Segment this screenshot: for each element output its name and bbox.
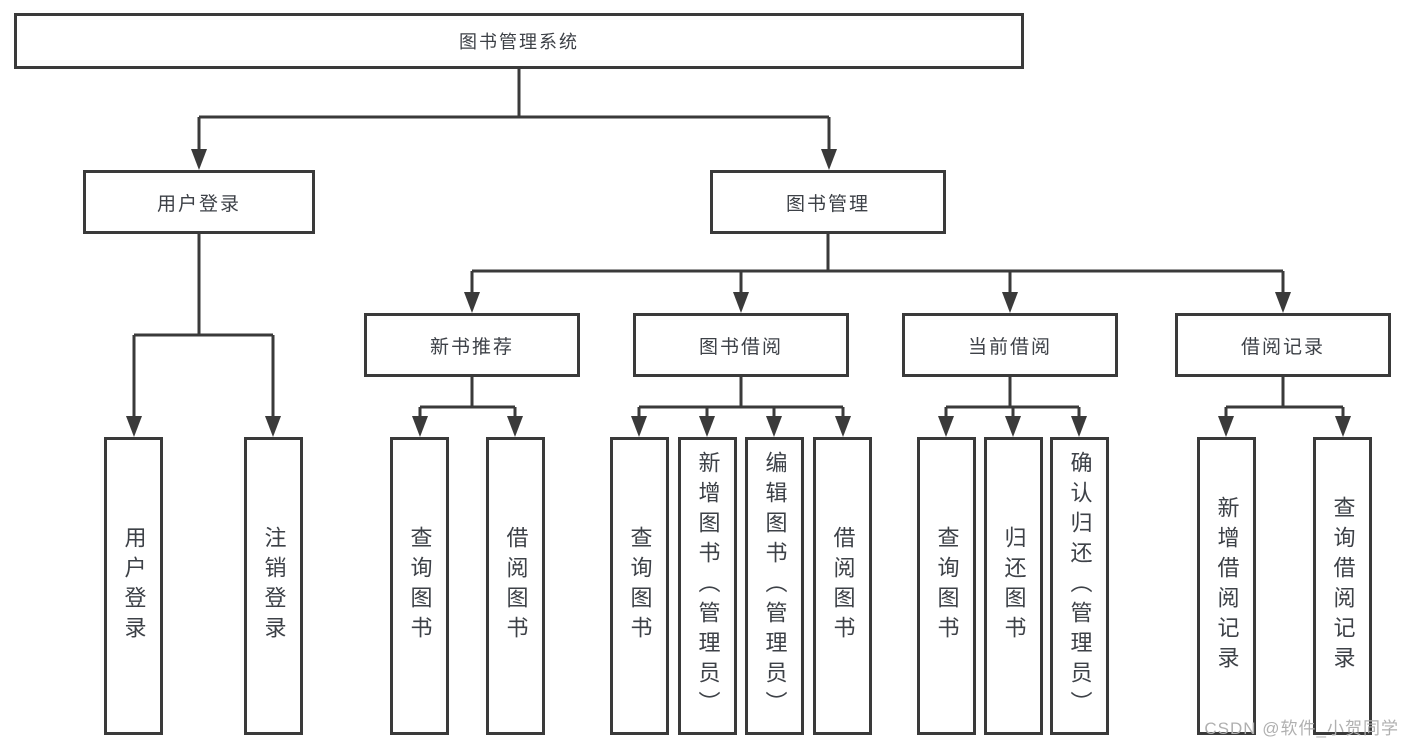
- leaf-label: 查询借阅记录: [1330, 496, 1356, 676]
- leaf-label: 确认归还（管理员）: [1067, 451, 1093, 721]
- leaf-query-borrow-record: 查询借阅记录: [1313, 437, 1372, 735]
- connector-new-book-recommend: [412, 377, 523, 437]
- leaf-query-books-borrow: 查询图书: [610, 437, 669, 735]
- connector-borrow-records: [1218, 377, 1351, 437]
- leaf-label: 借阅图书: [830, 526, 856, 646]
- leaf-edit-books-admin: 编辑图书（管理员）: [745, 437, 804, 735]
- connector-book-borrow: [631, 377, 851, 437]
- connector-book-management: [464, 234, 1291, 313]
- connector-user-login: [126, 234, 281, 437]
- node-user-login: 用户登录: [83, 170, 315, 234]
- connector-current-borrow: [938, 377, 1087, 437]
- leaf-label: 查询图书: [407, 526, 433, 646]
- leaf-label: 编辑图书（管理员）: [762, 451, 788, 721]
- leaf-logout: 注销登录: [244, 437, 303, 735]
- leaf-label: 查询图书: [934, 526, 960, 646]
- leaf-return-books: 归还图书: [984, 437, 1043, 735]
- leaf-label: 归还图书: [1001, 526, 1027, 646]
- leaf-add-borrow-record: 新增借阅记录: [1197, 437, 1256, 735]
- leaf-label: 新增图书（管理员）: [695, 451, 721, 721]
- leaf-confirm-return-admin: 确认归还（管理员）: [1050, 437, 1109, 735]
- leaf-label: 用户登录: [121, 526, 147, 646]
- leaf-label: 注销登录: [261, 526, 287, 646]
- leaf-user-login: 用户登录: [104, 437, 163, 735]
- leaf-label: 新增借阅记录: [1214, 496, 1240, 676]
- leaf-borrow-books-recommend: 借阅图书: [486, 437, 545, 735]
- leaf-label: 借阅图书: [503, 526, 529, 646]
- leaf-query-books-recommend: 查询图书: [390, 437, 449, 735]
- leaf-query-books-current: 查询图书: [917, 437, 976, 735]
- node-root-system: 图书管理系统: [14, 13, 1024, 69]
- node-current-borrow: 当前借阅: [902, 313, 1118, 377]
- node-borrow-records: 借阅记录: [1175, 313, 1391, 377]
- leaf-borrow-books: 借阅图书: [813, 437, 872, 735]
- node-book-borrow: 图书借阅: [633, 313, 849, 377]
- connector-root: [191, 69, 837, 170]
- csdn-watermark: CSDN @软件_小贺同学: [1204, 719, 1399, 738]
- node-new-book-recommend: 新书推荐: [364, 313, 580, 377]
- leaf-label: 查询图书: [627, 526, 653, 646]
- leaf-add-books-admin: 新增图书（管理员）: [678, 437, 737, 735]
- node-book-management: 图书管理: [710, 170, 946, 234]
